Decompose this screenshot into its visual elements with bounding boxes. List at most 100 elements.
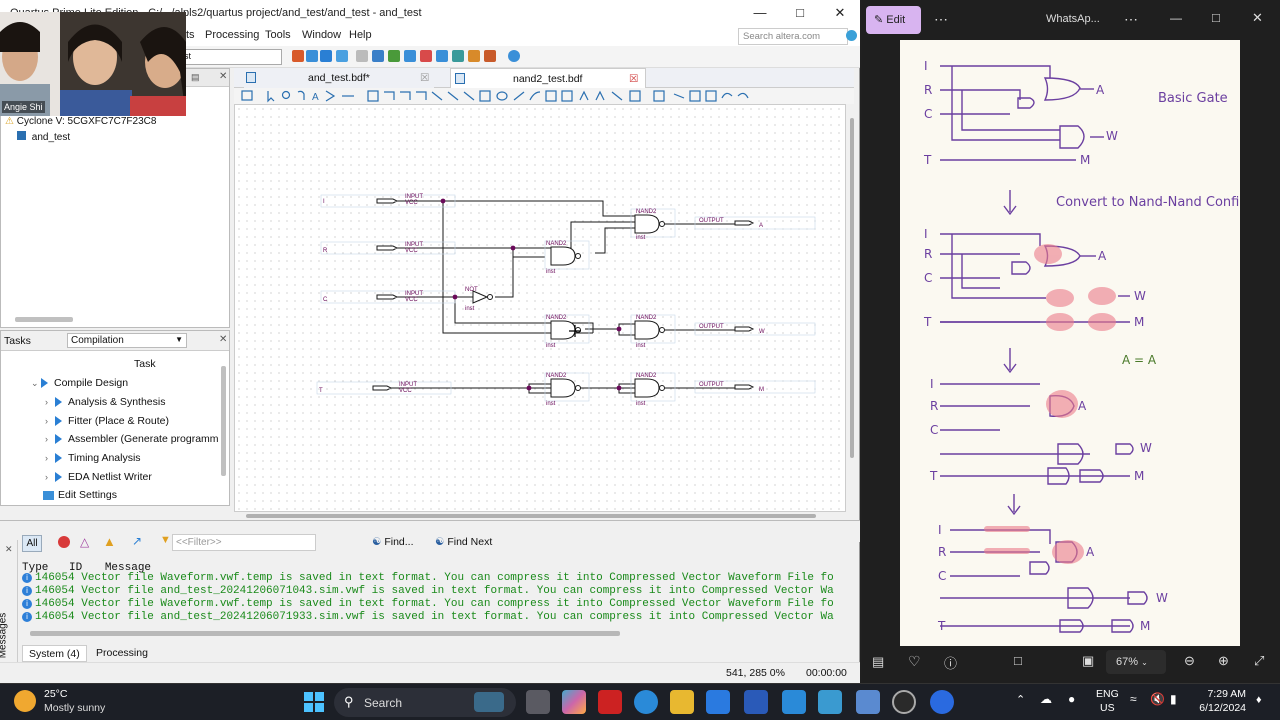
filter-all-button[interactable]: All — [22, 535, 42, 552]
language-code[interactable]: ENG — [1096, 688, 1119, 700]
schematic-tool-icons[interactable]: A — [234, 88, 754, 104]
chip-icon[interactable] — [336, 50, 348, 62]
tasks-flow-select[interactable]: Compilation ▼ — [67, 333, 187, 348]
find-next-button[interactable]: ☯ Find Next — [435, 536, 493, 548]
zoom-icon[interactable] — [930, 690, 954, 714]
canvas-vscroll[interactable] — [848, 104, 856, 512]
task-timing-analysis[interactable]: ›Timing Analysis — [45, 452, 141, 464]
tab-system[interactable]: System (4) — [22, 645, 87, 662]
play-icon[interactable] — [55, 434, 62, 445]
compile-icon[interactable] — [292, 50, 304, 62]
tab-close-icon[interactable]: ☒ — [629, 73, 639, 85]
menu-assignments[interactable]: ts — [186, 29, 195, 41]
maximize-button[interactable]: □ — [796, 5, 804, 20]
analysis-icon[interactable] — [388, 50, 400, 62]
fit-icon[interactable]: ▣ — [1082, 653, 1095, 668]
menu-help[interactable]: Help — [349, 29, 372, 41]
project-hscroll[interactable] — [15, 317, 73, 322]
battery-icon[interactable]: ▮ — [1170, 692, 1177, 706]
device-item[interactable]: ⚠ Cyclone V: 5CGXFC7C7F23C8 — [5, 116, 156, 127]
start-compile-icon[interactable] — [372, 50, 384, 62]
task-edit-settings[interactable]: Edit Settings — [43, 489, 259, 507]
maximize-button[interactable]: □ — [1212, 10, 1220, 25]
task-view-icon[interactable] — [526, 690, 550, 714]
panel-close-icon[interactable]: ✕ — [219, 71, 228, 82]
rtl-viewer-icon[interactable] — [452, 50, 464, 62]
play-icon[interactable] — [55, 416, 62, 427]
taskbar-search[interactable]: ⚲ Search — [334, 688, 516, 717]
schematic-canvas[interactable]: I R C T INPUT VCC INPUT VCC INPUT VCC IN… — [234, 104, 846, 512]
menu-window[interactable]: Window — [302, 29, 342, 41]
task-eda-netlist[interactable]: ›EDA Netlist Writer — [45, 471, 152, 483]
assembler-icon[interactable] — [420, 50, 432, 62]
suppress-icon[interactable]: ↗ — [132, 534, 143, 548]
play-icon[interactable] — [55, 453, 62, 464]
tab-and-test[interactable]: and_test.bdf* ☒ — [244, 68, 434, 88]
cloud-icon[interactable]: ☁ — [1040, 692, 1052, 706]
word-icon[interactable] — [744, 690, 768, 714]
fitter-icon[interactable] — [404, 50, 416, 62]
tab-close-icon[interactable]: ☒ — [420, 72, 430, 84]
search-input[interactable]: Search altera.com — [738, 28, 848, 45]
timing-icon[interactable] — [436, 50, 448, 62]
weather-desc[interactable]: Mostly sunny — [44, 702, 106, 714]
tasks-vscroll[interactable] — [221, 366, 226, 476]
search-icon[interactable] — [846, 30, 857, 41]
close-button[interactable]: ✕ — [1252, 10, 1263, 25]
critical-warning-filter-icon[interactable]: △ — [80, 535, 90, 549]
notification-bell-icon[interactable]: ♦ — [1256, 694, 1262, 706]
more-options-icon[interactable]: ⋯ — [934, 11, 948, 27]
messages-hscroll[interactable] — [30, 631, 620, 636]
microphone-icon[interactable]: ● — [1068, 692, 1076, 706]
edge-icon[interactable] — [634, 690, 658, 714]
clock-date[interactable]: 6/12/2024 — [1199, 702, 1246, 714]
fullscreen-icon[interactable]: ⤢ — [1254, 653, 1265, 668]
vscode-icon[interactable] — [782, 690, 806, 714]
zoom-out-icon[interactable]: ⊖ — [1184, 653, 1195, 668]
quartus-taskbar-icon[interactable] — [818, 690, 842, 714]
menu-processing[interactable]: Processing — [205, 29, 260, 41]
close-button[interactable]: ✕ — [834, 5, 846, 20]
task-fitter[interactable]: ›Fitter (Place & Route) — [45, 415, 169, 427]
tab-nand2-test[interactable]: nand2_test.bdf ☒ — [450, 68, 646, 88]
store-icon[interactable] — [706, 690, 730, 714]
task-assembler[interactable]: ›Assembler (Generate programm — [45, 433, 219, 445]
obs-icon[interactable] — [892, 690, 916, 714]
entity-item[interactable]: and_test — [17, 131, 70, 143]
edit-button[interactable]: ✎ Edit — [866, 6, 921, 34]
canvas-hscroll[interactable] — [234, 512, 854, 520]
panel-close-icon[interactable]: ✕ — [5, 544, 13, 554]
settings-icon[interactable] — [306, 50, 318, 62]
info-icon[interactable]: ⓘ — [944, 656, 958, 671]
help-chat-icon[interactable] — [508, 50, 520, 62]
chevron-up-icon[interactable]: ⌃ — [1016, 694, 1026, 706]
task-compile-design[interactable]: ⌄Compile Design — [31, 377, 129, 389]
filmstrip-icon[interactable]: ▤ — [872, 654, 885, 669]
mcafee-icon[interactable] — [598, 690, 622, 714]
crop-icon[interactable]: □ — [1014, 653, 1022, 668]
sun-icon[interactable] — [14, 690, 36, 712]
weather-temp[interactable]: 25°C — [44, 688, 68, 700]
windows-start-icon[interactable] — [304, 692, 324, 712]
error-filter-icon[interactable] — [58, 536, 70, 548]
menu-tools[interactable]: Tools — [265, 29, 291, 41]
copilot-icon[interactable] — [562, 690, 586, 714]
pin-planner-icon[interactable] — [320, 50, 332, 62]
heart-icon[interactable]: ♡ — [908, 653, 921, 669]
clock-time[interactable]: 7:29 AM — [1207, 688, 1246, 700]
schematic-diagram[interactable]: I R C T INPUT VCC INPUT VCC INPUT VCC IN… — [235, 105, 846, 512]
more-options-icon[interactable]: ⋯ — [1124, 11, 1138, 27]
minimize-button[interactable]: — — [1170, 11, 1182, 25]
programmer-icon[interactable] — [468, 50, 480, 62]
panel-pin-icon[interactable]: ▤ — [191, 72, 200, 82]
tab-processing[interactable]: Processing — [96, 647, 148, 659]
task-analysis-synthesis[interactable]: ›Analysis & Synthesis — [45, 396, 166, 408]
file-explorer-icon[interactable] — [670, 690, 694, 714]
warning-filter-icon[interactable]: ▲ — [103, 534, 116, 549]
stop-icon[interactable] — [356, 50, 368, 62]
minimize-button[interactable]: — — [753, 5, 767, 20]
find-button[interactable]: ☯ Find... — [372, 536, 414, 548]
